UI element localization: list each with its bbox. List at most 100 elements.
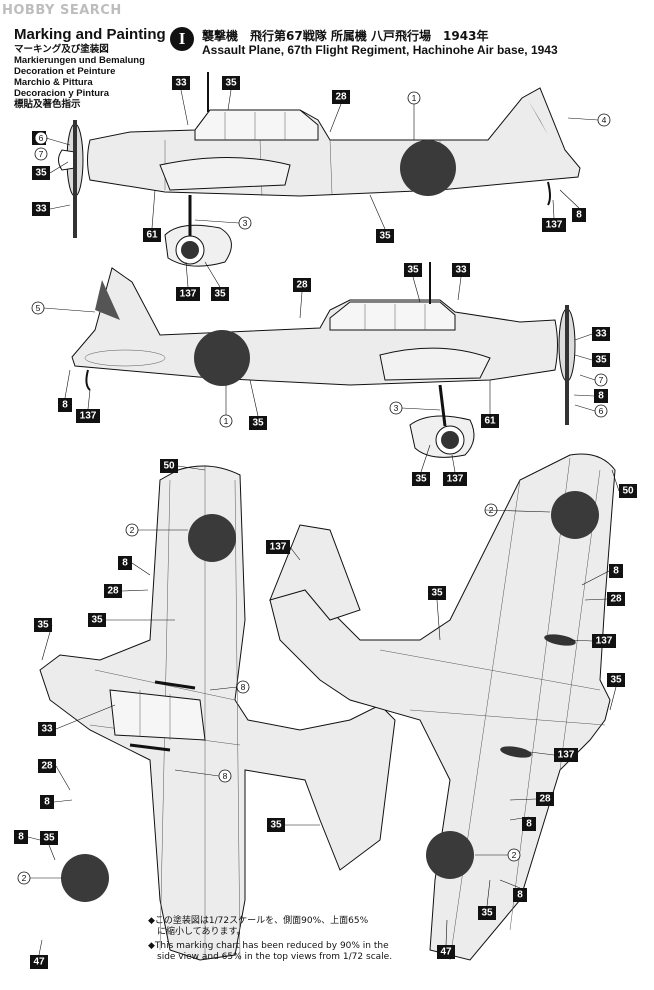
svg-text:61: 61 [484, 416, 496, 427]
callout-35: 35 [478, 906, 496, 920]
leader-lines [27, 89, 620, 956]
decal-3: 3 [238, 216, 252, 230]
callout-8: 8 [58, 398, 72, 412]
decal-3: 3 [389, 401, 403, 415]
callout-28: 28 [607, 592, 625, 606]
decal-7: 7 [34, 147, 48, 161]
title-language-es: Decoracion y Pintura [14, 88, 110, 99]
svg-text:8: 8 [122, 558, 128, 569]
decal-8: 8 [236, 680, 250, 694]
svg-text:35: 35 [225, 78, 237, 89]
svg-text:28: 28 [610, 594, 622, 605]
svg-text:8: 8 [517, 890, 523, 901]
callout-35: 35 [249, 416, 267, 430]
svg-text:33: 33 [595, 329, 607, 340]
callout-47: 47 [437, 945, 455, 959]
title-language-de: Markierungen und Bemalung [14, 55, 145, 66]
callout-35: 35 [376, 229, 394, 243]
svg-text:35: 35 [252, 418, 264, 429]
callout-8: 8 [572, 208, 586, 222]
svg-text:35: 35 [43, 833, 55, 844]
callout-8: 8 [40, 795, 54, 809]
svg-text:33: 33 [35, 204, 47, 215]
title-language-fr: Decoration et Peinture [14, 66, 116, 77]
svg-text:28: 28 [41, 761, 53, 772]
decal-6: 6 [34, 131, 48, 145]
svg-text:8: 8 [598, 391, 604, 402]
svg-text:35: 35 [481, 908, 493, 919]
svg-text:5: 5 [36, 303, 41, 313]
svg-text:35: 35 [270, 820, 282, 831]
callout-33: 33 [592, 327, 610, 341]
svg-text:28: 28 [296, 280, 308, 291]
svg-text:8: 8 [241, 682, 246, 692]
hinomaru-top-wing-left [61, 854, 109, 902]
svg-text:33: 33 [41, 724, 53, 735]
title-language-jp: マーキング及び塗装図 [14, 44, 109, 55]
callout-8: 8 [522, 817, 536, 831]
callout-35: 35 [412, 472, 430, 486]
svg-text:47: 47 [33, 957, 45, 968]
decal-1: 1 [407, 91, 421, 105]
svg-text:6: 6 [599, 406, 604, 416]
callout-137: 137 [443, 472, 467, 486]
callout-28: 28 [38, 759, 56, 773]
svg-text:8: 8 [526, 819, 532, 830]
scale-note-jp-1: ◆この塗装図は1/72スケールを、側面90%、上面65% [148, 916, 369, 926]
callout-137: 137 [554, 748, 578, 762]
callout-35: 35 [40, 831, 58, 845]
callout-61: 61 [143, 228, 161, 242]
right-side-view [71, 262, 576, 458]
chart-title: Marking and Painting [14, 26, 166, 43]
svg-text:4: 4 [602, 115, 607, 125]
svg-text:35: 35 [91, 615, 103, 626]
callout-28: 28 [332, 90, 350, 104]
title-language-it: Marchio & Pittura [14, 77, 93, 88]
svg-text:8: 8 [223, 771, 228, 781]
scale-note-jp-2: に縮小してあります。 [148, 927, 246, 937]
svg-text:137: 137 [558, 750, 575, 761]
svg-text:35: 35 [214, 289, 226, 300]
decal-2: 2 [17, 871, 31, 885]
callout-137: 137 [76, 409, 100, 423]
svg-text:33: 33 [455, 265, 467, 276]
svg-text:33: 33 [175, 78, 187, 89]
callout-33: 33 [32, 202, 50, 216]
svg-text:2: 2 [130, 525, 135, 535]
svg-text:61: 61 [146, 230, 158, 241]
left-side-view [58, 72, 581, 267]
svg-text:50: 50 [163, 461, 175, 472]
scheme-caption-en: Assault Plane, 67th Flight Regiment, Hac… [202, 43, 558, 57]
scale-note-en-2: side view and 65% in the top views from … [148, 952, 393, 962]
callout-35: 35 [88, 613, 106, 627]
decal-7: 7 [594, 373, 608, 387]
title-language-cn: 標貼及著色指示 [14, 99, 81, 110]
callout-35: 35 [32, 166, 50, 180]
svg-text:7: 7 [599, 375, 604, 385]
svg-text:35: 35 [610, 675, 622, 686]
svg-text:1: 1 [224, 416, 229, 426]
svg-text:7: 7 [39, 149, 44, 159]
callout-35: 35 [222, 76, 240, 90]
hinomaru-bottom-wing-right [551, 491, 599, 539]
svg-text:28: 28 [107, 586, 119, 597]
svg-text:8: 8 [613, 566, 619, 577]
svg-text:137: 137 [596, 636, 613, 647]
svg-text:3: 3 [243, 218, 248, 228]
svg-text:137: 137 [180, 289, 197, 300]
svg-text:47: 47 [440, 947, 452, 958]
svg-text:35: 35 [415, 474, 427, 485]
callout-50: 50 [160, 459, 178, 473]
decal-5: 5 [31, 301, 45, 315]
callout-137: 137 [176, 287, 200, 301]
callout-47: 47 [30, 955, 48, 969]
callout-33: 33 [172, 76, 190, 90]
callout-137: 137 [266, 540, 290, 554]
bottom-view [269, 453, 616, 961]
svg-text:28: 28 [335, 92, 347, 103]
svg-text:6: 6 [39, 133, 44, 143]
svg-text:137: 137 [270, 542, 287, 553]
svg-text:35: 35 [37, 620, 49, 631]
decal-1: 1 [219, 414, 233, 428]
